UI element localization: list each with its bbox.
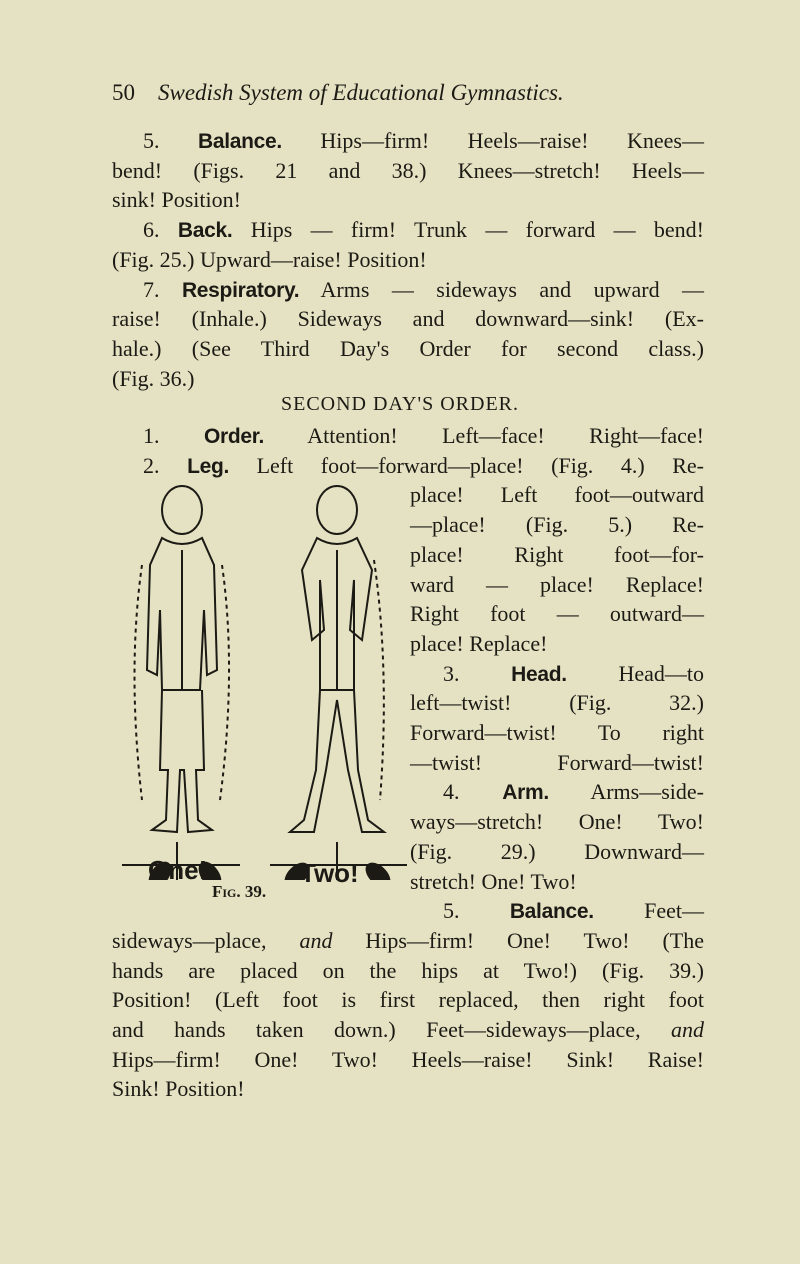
text-segment: Feet— — [593, 898, 704, 924]
text-line: ways—stretch! One! Two! — [410, 808, 704, 836]
text-line: Position! (Left foot is first replaced, … — [112, 986, 704, 1014]
text-segment: hands are placed on the hips at Two!) (F… — [112, 957, 704, 983]
text-segment: place! Left foot—outward — [410, 482, 704, 508]
text-line: ward — place! Replace! — [410, 571, 704, 599]
text-segment: Sink! Position! — [112, 1076, 245, 1102]
text-line: left—twist! (Fig. 32.) — [410, 689, 704, 717]
text-segment: place! Replace! — [410, 630, 548, 656]
text-segment: (Fig. 25.) Upward—raise! Position! — [112, 246, 427, 272]
text-line: Forward—twist! To right — [410, 719, 704, 747]
text-segment: ward — place! Replace! — [410, 571, 704, 597]
text-segment: and — [671, 1017, 704, 1042]
text-line: Sink! Position! — [112, 1075, 704, 1103]
text-line: sink! Position! — [112, 186, 704, 214]
text-segment: 4. — [443, 779, 503, 805]
text-segment: Head—to — [566, 660, 704, 686]
text-segment: ways—stretch! One! Two! — [410, 809, 704, 835]
exercise-title: Balance. — [197, 130, 282, 153]
exercise-title: Back. — [177, 219, 233, 243]
text-segment: 1. — [143, 423, 204, 448]
text-segment: stretch! One! Two! — [410, 868, 577, 894]
exercise-title: Balance. — [509, 900, 594, 924]
text-segment: Forward—twist! To right — [410, 720, 704, 745]
text-line: 5. Balance. Hips—firm! Heels—raise! Knee… — [143, 127, 704, 155]
running-title: Swedish System of Educational Gymnastics… — [158, 80, 564, 105]
text-line: place! Right foot—for- — [410, 541, 704, 569]
text-segment: sideways—place, — [112, 927, 300, 953]
text-line: (Fig. 36.) — [112, 365, 704, 393]
text-line: raise! (Inhale.) Sideways and downward—s… — [112, 305, 704, 333]
text-segment: Attention! Left—face! Right—face! — [264, 423, 704, 448]
exercise-title: Order. — [203, 425, 265, 448]
text-segment: Arms — sideways and upward — — [299, 276, 704, 302]
text-segment: place! Right foot—for- — [410, 541, 704, 567]
text-line: (Fig. 29.) Downward— — [410, 838, 704, 866]
text-line: 7. Respiratory. Arms — sideways and upwa… — [143, 276, 704, 304]
text-segment: and hands taken down.) Feet—sideways—pla… — [112, 1017, 671, 1042]
text-line: sideways—place, and Hips—firm! One! Two!… — [112, 927, 704, 955]
text-segment: Hips—firm! Heels—raise! Knees— — [281, 128, 704, 153]
text-segment: sink! Position! — [112, 187, 241, 213]
text-segment: 7. — [143, 276, 182, 302]
text-segment: —place! (Fig. 5.) Re- — [410, 512, 704, 538]
text-segment: bend! (Figs. 21 and 38.) Knees—stretch! … — [112, 157, 704, 183]
text-segment: 6. — [143, 217, 178, 243]
text-line: hands are placed on the hips at Two!) (F… — [112, 957, 704, 985]
text-segment: and — [299, 927, 333, 953]
text-segment: 5. — [443, 898, 510, 924]
figure-one — [122, 485, 240, 880]
text-segment: 2. — [143, 452, 188, 478]
figure-caption: Fig. 39. — [212, 882, 267, 901]
figure-two — [270, 485, 407, 880]
text-segment: hale.) (See Third Day's Order for second… — [112, 335, 704, 361]
text-segment: left—twist! (Fig. 32.) — [410, 690, 704, 716]
text-segment: 5. — [143, 128, 198, 153]
text-segment: Hips — firm! Trunk — forward — bend! — [232, 217, 704, 243]
text-segment: (Fig. 29.) Downward— — [410, 838, 704, 864]
text-segment: Hips—firm! One! Two! (The — [332, 927, 704, 953]
text-line: —place! (Fig. 5.) Re- — [410, 511, 704, 539]
text-segment: 3. — [443, 660, 512, 686]
text-segment: Right foot — outward— — [410, 601, 704, 627]
text-line: place! Left foot—outward — [410, 481, 704, 509]
text-line: hale.) (See Third Day's Order for second… — [112, 335, 704, 363]
page-number: 50 — [112, 80, 135, 105]
text-line: 2. Leg. Left foot—forward—place! (Fig. 4… — [143, 452, 704, 480]
exercise-title: Leg. — [187, 454, 230, 478]
text-line: 6. Back. Hips — firm! Trunk — forward — … — [143, 216, 704, 244]
figure-label-one: One! — [148, 855, 208, 885]
text-line: (Fig. 25.) Upward—raise! Position! — [112, 246, 704, 274]
text-line: 1. Order. Attention! Left—face! Right—fa… — [143, 422, 704, 450]
text-segment: Left foot—forward—place! (Fig. 4.) Re- — [229, 452, 705, 478]
text-line: stretch! One! Two! — [410, 868, 704, 896]
section-heading: SECOND DAY'S ORDER. — [280, 393, 519, 415]
text-line: and hands taken down.) Feet—sideways—pla… — [112, 1016, 704, 1044]
figure-39-illustration — [122, 485, 407, 880]
exercise-title: Arm. — [502, 781, 549, 805]
figure-label-two: Two! — [300, 858, 359, 888]
text-segment: Hips—firm! One! Two! Heels—raise! Sink! … — [112, 1046, 704, 1072]
text-line: —twist! Forward—twist! — [410, 749, 704, 777]
running-header: 50 Swedish System of Educational Gymnasti… — [112, 80, 712, 106]
text-line: bend! (Figs. 21 and 38.) Knees—stretch! … — [112, 157, 704, 185]
text-segment: (Fig. 36.) — [112, 365, 195, 391]
text-segment: —twist! Forward—twist! — [410, 749, 704, 775]
text-line: Hips—firm! One! Two! Heels—raise! Sink! … — [112, 1046, 704, 1074]
text-line: Right foot — outward— — [410, 600, 704, 628]
exercise-title: Respiratory. — [181, 278, 300, 302]
text-segment: raise! (Inhale.) Sideways and downward—s… — [112, 306, 704, 332]
exercise-title: Head. — [511, 662, 567, 686]
text-segment: Position! (Left foot is first replaced, … — [112, 987, 704, 1013]
text-line: place! Replace! — [410, 630, 704, 658]
text-segment: Arms—side- — [548, 779, 704, 805]
text-line: 5. Balance. Feet— — [443, 897, 704, 925]
text-line: 3. Head. Head—to — [443, 660, 704, 688]
text-line: 4. Arm. Arms—side- — [443, 778, 704, 806]
